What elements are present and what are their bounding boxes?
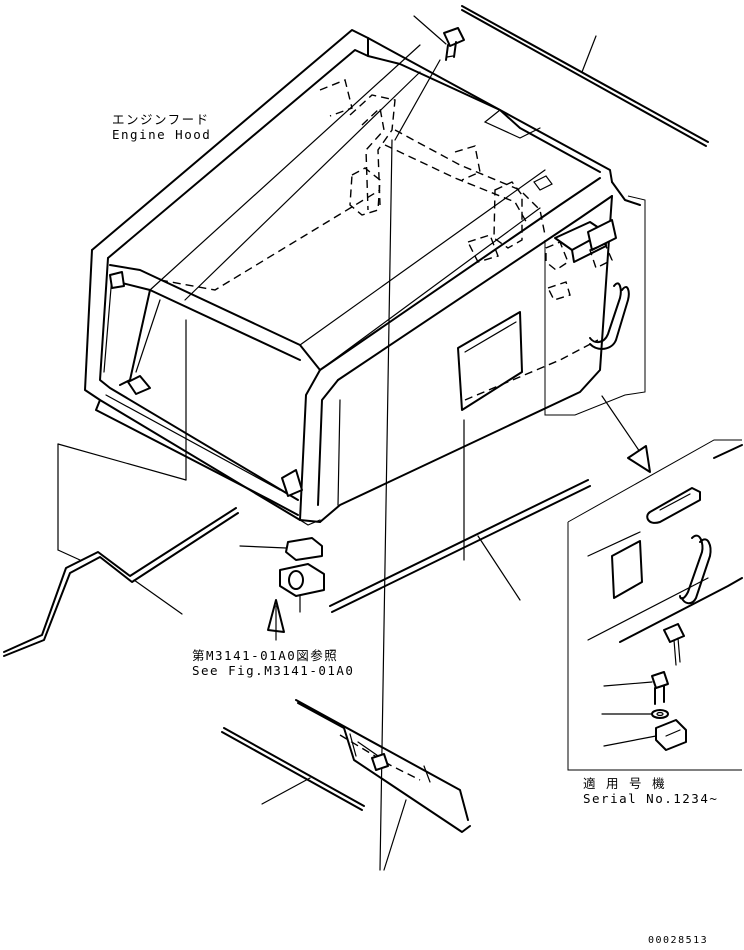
detail-arrow	[601, 395, 651, 473]
side-seal-strip	[329, 479, 591, 613]
top-bolt	[394, 15, 465, 141]
bent-seal-rod	[3, 507, 239, 657]
hidden-duct	[319, 79, 546, 263]
engine-hood-label-en: Engine Hood	[112, 127, 212, 142]
top-seal-strip	[461, 5, 709, 147]
reference-label: 第M3141-01A0図参照 See Fig.M3141-01A0	[192, 648, 354, 678]
detail-inset	[567, 439, 743, 771]
hinge-bracket	[239, 537, 325, 641]
engine-hood-label: エンジンフード Engine Hood	[112, 112, 211, 142]
serial-label-en: Serial No.1234~	[583, 791, 719, 806]
lower-cover-plate	[295, 699, 471, 871]
drawing-number: 00028513	[648, 935, 709, 946]
leader-lines	[379, 139, 465, 871]
side-latch-group	[544, 195, 646, 416]
reference-label-en: See Fig.M3141-01A0	[192, 663, 355, 678]
engine-hood-label-jp: エンジンフード	[112, 112, 210, 127]
serial-label-jp: 適 用 号 機	[583, 776, 667, 791]
lower-seal-strip	[221, 727, 365, 811]
reference-label-jp: 第M3141-01A0図参照	[192, 648, 339, 663]
rear-plate	[57, 319, 187, 561]
serial-label: 適 用 号 機 Serial No.1234~	[583, 776, 718, 806]
